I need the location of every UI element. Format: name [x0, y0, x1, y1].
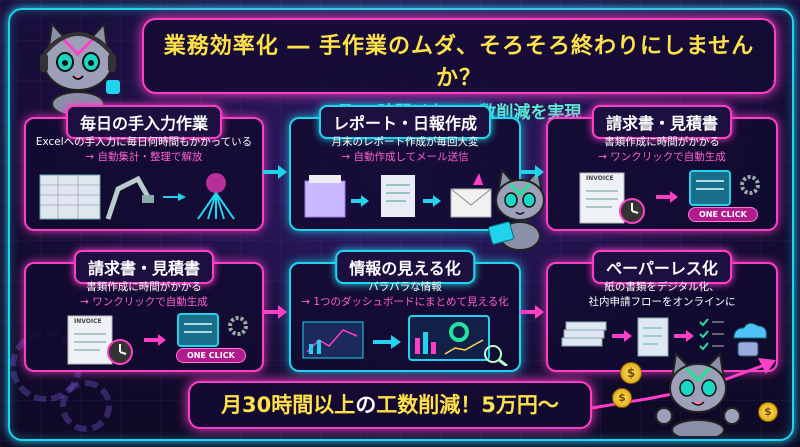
card-title: ペーパーレス化 — [592, 250, 732, 284]
card-problem: 書類作成に時間がかかる — [86, 281, 202, 293]
card-title: 請求書・見積書 — [591, 105, 733, 139]
card-title: 情報の見える化 — [335, 250, 475, 284]
header-title: 業務効率化 ― 手作業のムダ、そろそろ終わりにしませんか？ — [163, 34, 755, 91]
card-solution: → ワンクリックで自動生成 — [598, 151, 726, 163]
card-title: レポート・日報作成 — [318, 105, 492, 139]
card-paperless: ペーパーレス化 紙の書類をデジタル化、 社内申請フローをオンラインに — [546, 250, 778, 372]
coin-icon: $ — [758, 402, 778, 422]
document-gear-icon — [177, 313, 248, 347]
arrow-right-icon — [263, 305, 287, 319]
invoice-label: INVOICE — [586, 175, 614, 182]
arrow-right-icon — [656, 191, 678, 203]
card-solution: → 自動作成してメール送信 — [341, 151, 469, 163]
card-problem: 月末のレポート作成が毎回大変 — [331, 136, 479, 148]
footer-hours: 月30時間以上 — [221, 393, 356, 417]
card-solution: → 自動集計・整理で解放 — [85, 151, 203, 163]
coin-icon: $ — [612, 388, 632, 408]
card-title: 毎日の手入力作業 — [65, 105, 223, 139]
dashboard-icon — [302, 315, 508, 366]
card-description: 書類作成に時間がかかる → ワンクリックで自動生成 — [548, 135, 776, 165]
invoice-clock-icon — [67, 315, 133, 365]
coin-icon: $ — [620, 362, 642, 384]
invoice-label: INVOICE — [74, 318, 102, 325]
card-invoice-bottom: 請求書・見積書 書類作成に時間がかかる → ワンクリックで自動生成 INVOIC… — [24, 250, 264, 372]
arrow-right-icon — [520, 165, 544, 179]
footer-banner: 月30時間以上の工数削減！5万円〜 — [188, 381, 592, 429]
report-email-icon — [304, 173, 492, 218]
card-description: Excelへの手入力に毎日何時間もかかっている → 自動集計・整理で解放 — [26, 135, 262, 165]
card-description: バラバラな情報 → 1つのダッシュボードにまとめて見える化 — [291, 280, 519, 310]
card-report-creation: レポート・日報作成 月末のレポート作成が毎回大変 → 自動作成してメール送信 — [289, 105, 521, 231]
one-click-button[interactable]: ONE CLICK — [688, 207, 758, 222]
invoice-clock-icon — [579, 172, 645, 224]
cat-mascot-icon — [40, 21, 120, 114]
card-description: 書類作成に時間がかかる → ワンクリックで自動生成 — [26, 280, 262, 310]
footer-particle: の — [355, 393, 377, 417]
card-visualization: 情報の見える化 バラバラな情報 → 1つのダッシュボードにまとめて見える化 — [289, 250, 521, 372]
card-invoice-top: 請求書・見積書 書類作成に時間がかかる → ワンクリックで自動生成 INVOIC… — [546, 105, 778, 231]
paper-to-cloud-icon — [561, 317, 767, 357]
footer-price: 工数削減！5万円〜 — [376, 393, 559, 417]
card-solution: → 1つのダッシュボードにまとめて見える化 — [301, 296, 509, 308]
outer-frame — [8, 8, 794, 441]
card-problem: バラバラな情報 — [368, 281, 442, 293]
gear-icon — [60, 380, 112, 432]
document-gear-icon — [689, 170, 760, 206]
header-banner: 業務効率化 ― 手作業のムダ、そろそろ終わりにしませんか？ 月30時間以上の工数… — [142, 18, 776, 123]
card-manual-input: 毎日の手入力作業 Excelへの手入力に毎日何時間もかかっている → 自動集計・… — [24, 105, 264, 231]
cat-thumbs-up-icon — [655, 351, 741, 436]
spreadsheet-robot-arm-icon — [39, 173, 235, 220]
card-solution: 社内申請フローをオンラインに — [588, 296, 736, 308]
card-problem: Excelへの手入力に毎日何時間もかかっている — [35, 136, 253, 148]
arrow-right-icon — [263, 165, 287, 179]
arrow-right-icon — [144, 334, 166, 346]
card-solution: → ワンクリックで自動生成 — [80, 296, 208, 308]
card-title: 請求書・見積書 — [73, 250, 215, 284]
one-click-button[interactable]: ONE CLICK — [176, 348, 246, 363]
cat-tablet-icon — [487, 168, 545, 251]
card-description: 月末のレポート作成が毎回大変 → 自動作成してメール送信 — [291, 135, 519, 165]
card-problem: 紙の書類をデジタル化、 — [604, 281, 720, 293]
card-description: 紙の書類をデジタル化、 社内申請フローをオンラインに — [548, 280, 776, 310]
card-problem: 書類作成に時間がかかる — [604, 136, 720, 148]
arrow-right-icon — [520, 305, 544, 319]
